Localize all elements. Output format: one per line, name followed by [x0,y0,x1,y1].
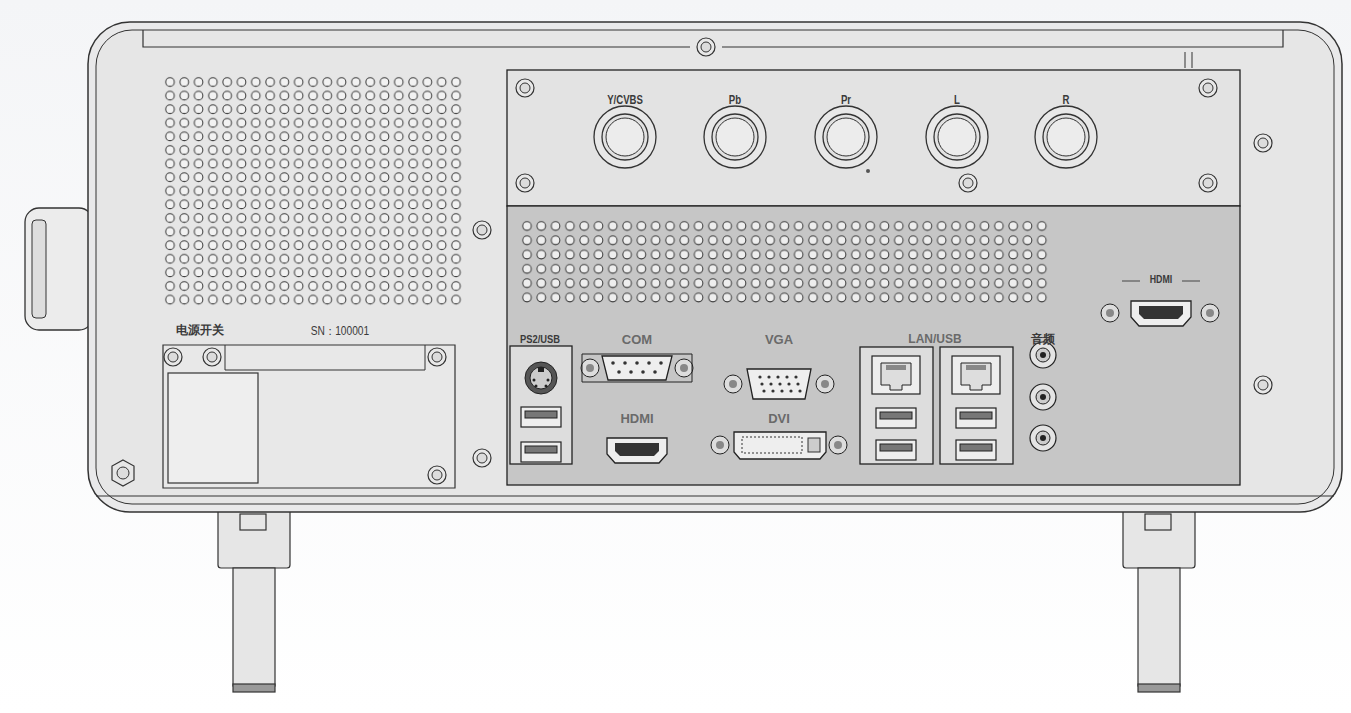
panel-label: PS2/USB [520,334,560,345]
panel-label: Pr [841,94,851,106]
panel-label: VGA [765,333,793,346]
panel-label: 音频 [1031,333,1055,345]
panel-label: L [954,94,960,106]
panel-label: LAN/USB [908,333,961,345]
panel-label: HDMI [1150,274,1172,285]
panel-label: SN：100001 [311,325,369,337]
panel-label: 电源开关 [176,324,224,336]
panel-label: Y/CVBS [607,94,643,106]
panel-label: HDMI [620,412,653,425]
panel-label: DVI [768,412,790,425]
panel-label: R [1063,94,1070,106]
panel-label: Pb [729,94,741,106]
panel-label: COM [622,333,652,346]
